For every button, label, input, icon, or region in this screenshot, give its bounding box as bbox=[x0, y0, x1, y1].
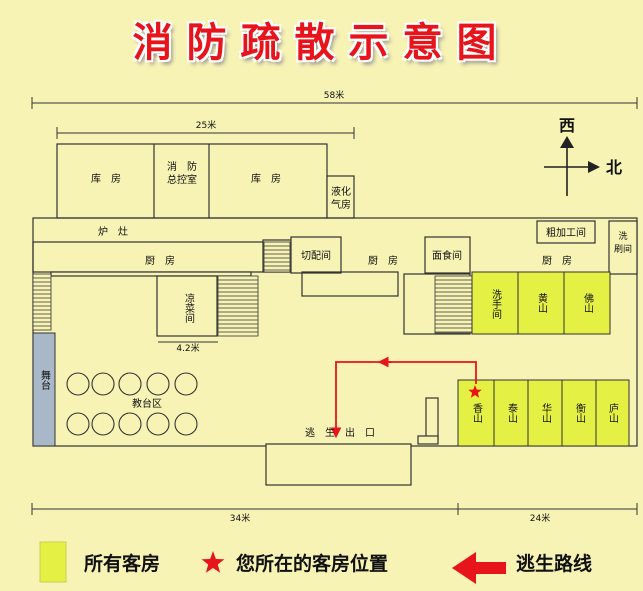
guest-room-huangshan bbox=[517, 271, 565, 335]
guest-room-label-lushan: 庐山 bbox=[607, 402, 619, 423]
dining-table bbox=[174, 412, 198, 436]
cold-dish-room bbox=[156, 275, 218, 337]
dimension-overall bbox=[31, 97, 638, 109]
map-title: 消防疏散示意图 bbox=[132, 20, 511, 66]
legend-all-rooms: 所有客房 bbox=[84, 540, 160, 584]
dish-wash-label-1: 洗 bbox=[618, 230, 627, 242]
stove-label: 炉 灶 bbox=[98, 225, 128, 238]
dining-table bbox=[118, 412, 142, 436]
counter bbox=[301, 271, 399, 297]
compass-north-label: 北 bbox=[606, 158, 622, 177]
compass-west-label: 西 bbox=[559, 116, 575, 135]
guest-room-label-huashan: 华山 bbox=[540, 402, 552, 423]
guest-room-label-hengshan: 衡山 bbox=[574, 403, 586, 423]
legend-star-icon bbox=[201, 551, 225, 573]
teaching-area-label: 教台区 bbox=[132, 397, 162, 410]
lpg-label-1: 液化 bbox=[331, 185, 351, 198]
dining-table bbox=[91, 372, 115, 396]
guest-room-huashan bbox=[527, 379, 563, 447]
column bbox=[425, 397, 439, 441]
dim-top-label: 25米 bbox=[196, 119, 216, 131]
noodle-room bbox=[424, 236, 471, 274]
kitchen-mid-label: 厨 房 bbox=[368, 254, 398, 267]
guest-room-label-taishan: 泰山 bbox=[506, 402, 518, 423]
dim-right-label: 24米 bbox=[530, 512, 550, 524]
cold-dish-label: 凉菜间 bbox=[183, 292, 195, 324]
stage-label: 舞台 bbox=[39, 370, 51, 391]
kitchen-left-label: 厨 房 bbox=[145, 254, 175, 267]
teaching-tables bbox=[66, 372, 198, 436]
exit-label: 逃 生 出 口 bbox=[305, 426, 375, 439]
washroom bbox=[471, 271, 519, 335]
prep-room-label: 切配间 bbox=[301, 249, 331, 262]
stair-flight bbox=[217, 275, 259, 337]
dish-wash-room bbox=[608, 220, 638, 275]
legend-escape-route-label: 逃生路线 bbox=[516, 552, 593, 575]
fire-control-label-1: 消 防 bbox=[167, 160, 197, 173]
lpg-label-2: 气房 bbox=[331, 198, 351, 211]
legend-your-room-label: 您所在的客房位置 bbox=[236, 552, 389, 575]
dim-left-label: 34米 bbox=[230, 512, 250, 524]
exit-vestibule bbox=[265, 443, 412, 486]
washroom-label: 洗手间 bbox=[490, 289, 502, 320]
stage-area bbox=[32, 332, 56, 447]
dimension-bottom bbox=[31, 503, 638, 515]
dining-table bbox=[118, 372, 142, 396]
escape-route bbox=[330, 356, 477, 439]
rough-processing-label: 粗加工间 bbox=[546, 226, 586, 239]
guest-room-hengshan bbox=[561, 379, 597, 447]
guest-room-label-xiangshan: 香山 bbox=[471, 403, 483, 423]
dim-cold-label: 4.2米 bbox=[176, 342, 199, 354]
stair-flight bbox=[32, 273, 52, 331]
noodle-room-label: 面食间 bbox=[432, 249, 462, 262]
prep-room bbox=[290, 236, 342, 274]
dining-table bbox=[174, 372, 198, 396]
guest-room-label-huangshan: 黄山 bbox=[536, 292, 548, 313]
dining-table bbox=[146, 412, 170, 436]
dim-overall-label: 58米 bbox=[324, 89, 344, 101]
dining-table bbox=[66, 412, 90, 436]
dimension-top-block bbox=[56, 127, 355, 139]
dining-table bbox=[66, 372, 90, 396]
legend-your-room: 您所在的客房位置 bbox=[236, 540, 388, 584]
fire-control-label-2: 总控室 bbox=[167, 173, 197, 186]
storage-right-label: 库 房 bbox=[251, 172, 281, 185]
kitchen-right-label: 厨 房 bbox=[542, 254, 572, 267]
dining-table bbox=[146, 372, 170, 396]
dining-table bbox=[91, 412, 115, 436]
storage-left-label: 库 房 bbox=[91, 172, 121, 185]
legend-all-rooms-label: 所有客房 bbox=[84, 552, 161, 575]
column-base bbox=[417, 435, 439, 445]
guest-room-lushan bbox=[595, 379, 630, 447]
rough-processing-room bbox=[536, 220, 596, 244]
stair-flight bbox=[434, 275, 473, 334]
legend-escape-route: 逃生路线 bbox=[516, 540, 592, 584]
guest-room-taishan bbox=[493, 379, 529, 447]
guest-room-label-foshan: 佛山 bbox=[582, 292, 594, 313]
stair-flight bbox=[263, 241, 291, 273]
compass-icon bbox=[544, 136, 600, 196]
your-room-star-icon bbox=[468, 385, 482, 398]
legend-room-swatch-icon bbox=[39, 541, 67, 583]
stairs bbox=[32, 241, 473, 337]
legend-arrow-icon bbox=[452, 552, 506, 584]
dish-wash-label-2: 刷间 bbox=[614, 243, 632, 255]
guest-room-foshan bbox=[563, 271, 611, 335]
